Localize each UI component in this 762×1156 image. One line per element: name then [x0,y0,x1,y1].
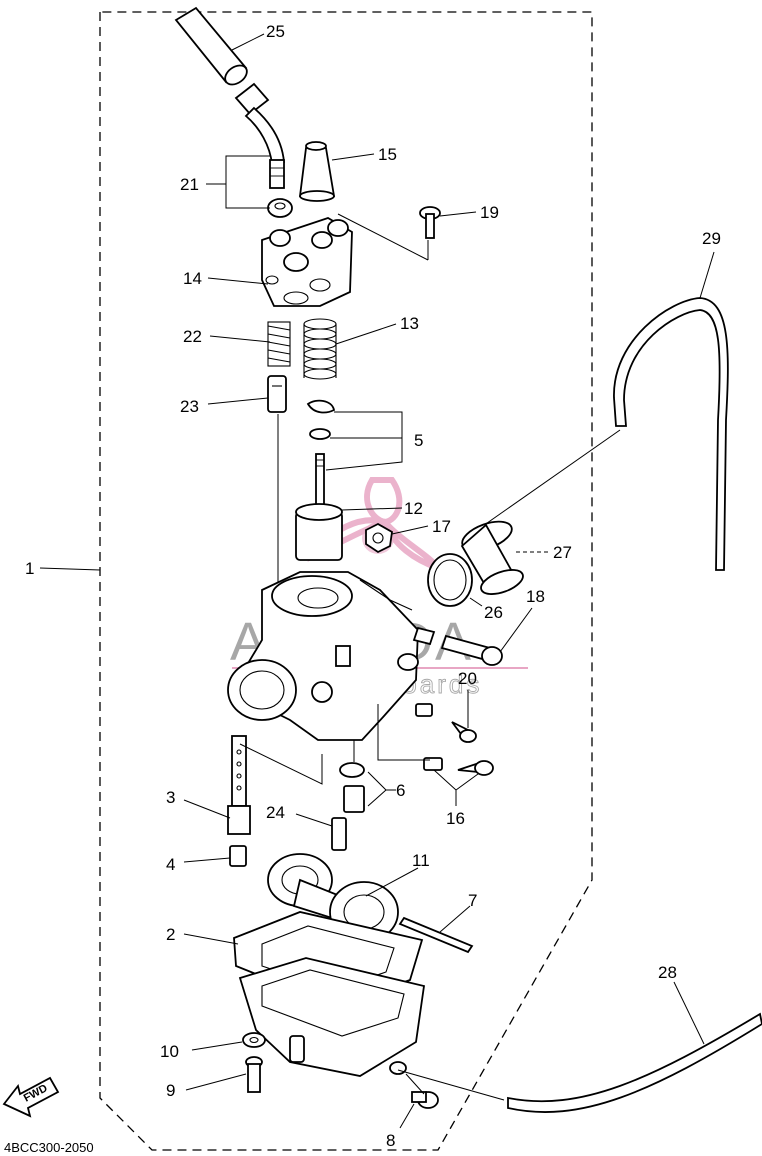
part-bolt-18 [412,626,503,666]
part-clamp-26 [427,553,473,607]
part-large-spring [303,318,337,380]
callout-28: 28 [658,963,705,1045]
callout-12: 12 [341,499,423,518]
part-drain-screw [411,1091,439,1109]
callout-13: 13 [335,314,419,345]
callout-14: 14 [183,269,269,288]
callout-label: 11 [412,851,430,870]
callout-label: 12 [404,499,423,518]
callout-27: 27 [516,543,572,562]
callout-label: 9 [166,1081,175,1100]
callout-label: 7 [468,891,477,910]
part-joint-27 [460,520,524,595]
callout-9: 9 [166,1073,247,1100]
part-vent-hose-29 [613,297,729,571]
callout-label: 21 [180,175,199,194]
part-nut [365,522,393,554]
part-float [267,853,399,943]
callout-label: 4 [166,855,175,874]
callout-label: 15 [378,145,397,164]
part-top-cover [261,217,353,307]
part-screw-20 [415,703,477,743]
part-carburetor-body [227,571,419,741]
part-holder [267,375,287,413]
part-throttle-valve [295,503,343,561]
callout-label: 17 [432,517,451,536]
part-clips [306,399,336,440]
part-washer-10 [242,1032,266,1048]
callout-18: 18 [499,587,545,653]
part-cable-end [234,82,293,218]
callout-label: 25 [266,22,285,41]
callout-29: 29 [699,229,721,299]
callout-22: 22 [183,327,271,346]
callout-label: 23 [180,397,199,416]
callout-26: 26 [469,597,503,622]
callout-6: 6 [386,781,405,800]
callout-label: 19 [480,203,499,222]
callout-5: 5 [325,411,423,471]
fwd-arrow-icon: FWD [2,1076,60,1118]
callout-3: 3 [166,788,231,819]
callout-label: 18 [526,587,545,606]
callout-2: 2 [166,925,239,945]
callout-label: 22 [183,327,202,346]
callout-label: 6 [396,781,405,800]
callout-23: 23 [180,397,269,416]
callout-label: 24 [266,803,285,822]
callout-label: 26 [484,603,503,622]
callout-label: 10 [160,1042,179,1061]
part-cap [298,141,336,202]
part-needle [315,453,325,509]
part-small-spring [267,321,291,367]
callout-11: 11 [365,851,430,897]
part-main-jet [229,845,247,867]
callout-10: 10 [160,1041,243,1061]
callout-8: 8 [386,1103,415,1150]
callout-label: 16 [446,809,465,828]
callout-7: 7 [439,891,477,933]
part-screw-9 [245,1056,263,1093]
callout-label: 1 [25,559,34,578]
callout-15: 15 [331,145,397,164]
callout-25: 25 [231,22,285,51]
part-code: 4BCC300-2050 [4,1140,94,1155]
part-drain-hose [507,1012,762,1113]
callout-label: 3 [166,788,175,807]
callout-16: 16 [446,809,465,828]
callout-24: 24 [266,803,333,827]
assembly-boundary [99,11,593,1151]
callout-19: 19 [439,203,499,222]
callout-1: 1 [25,559,101,578]
part-plug-6 [339,762,365,813]
part-cable-boot [174,6,248,86]
part-float-bowl [238,957,426,1077]
part-screw-19 [419,206,441,239]
part-screw-16 [423,757,494,776]
callout-label: 13 [400,314,419,333]
part-float-pin [398,916,474,954]
callout-label: 2 [166,925,175,944]
callout-label: 14 [183,269,202,288]
part-pilot-jet [331,817,347,851]
callout-label: 28 [658,963,677,982]
callout-17: 17 [391,517,451,536]
callout-label: 27 [553,543,572,562]
callout-label: 20 [458,669,477,688]
callout-label: 5 [414,431,423,450]
part-main-nozzle [227,735,251,835]
callout-label: 8 [386,1131,395,1150]
callout-4: 4 [166,855,231,874]
callout-label: 29 [702,229,721,248]
callout-21: 21 [180,155,270,209]
callout-20: 20 [458,669,477,728]
